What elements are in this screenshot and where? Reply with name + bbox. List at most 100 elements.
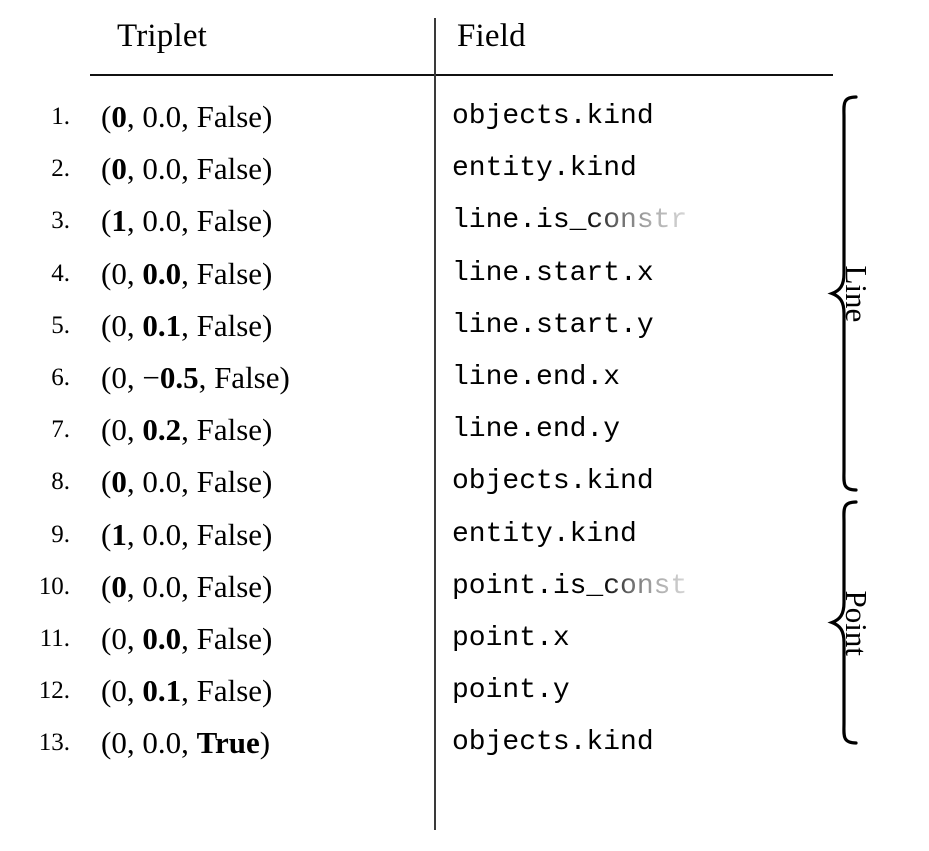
triplet-float: 0.1 xyxy=(142,673,182,709)
field-cell: line.start.x xyxy=(452,257,654,291)
column-header-triplet: Triplet xyxy=(117,18,208,54)
triplet-close-paren: ) xyxy=(279,360,290,395)
row-number: 11. xyxy=(39,625,70,652)
triplet-bool: False xyxy=(196,568,263,604)
row-number: 4. xyxy=(51,259,70,287)
triplet-cell: (1, 0.0, False) xyxy=(101,516,273,552)
triplet-int: 0 xyxy=(111,255,127,291)
triplet-cell: (1, 0.0, False) xyxy=(101,204,272,238)
triplet-close-paren: ) xyxy=(262,203,273,239)
field-text: objects.kind xyxy=(452,101,654,132)
field-text: line.is_ xyxy=(452,205,587,237)
triplet-close-paren: ) xyxy=(262,307,273,343)
row-number: 6. xyxy=(51,364,70,391)
field-text-truncated-fade: const xyxy=(603,570,688,602)
triplet-float: 0.0 xyxy=(142,151,182,187)
triplet-separator: , xyxy=(181,203,197,239)
triplet-open-paren: ( xyxy=(101,255,112,291)
triplet-separator: , xyxy=(181,307,197,343)
column-header-field: Field xyxy=(457,18,526,54)
triplet-cell: (0, −0.5, False) xyxy=(101,361,290,395)
triplet-separator: , xyxy=(126,516,143,552)
table-row: 1.(0, 0.0, False)objects.kind xyxy=(0,100,929,152)
triplet-float: 0.0 xyxy=(142,621,182,656)
row-number: 7. xyxy=(51,416,70,444)
row-number: 8. xyxy=(51,468,70,496)
group-brace-line xyxy=(826,95,872,492)
field-text: objects.kind xyxy=(452,466,654,498)
triplet-separator: , xyxy=(126,673,143,709)
row-number: 2. xyxy=(51,155,70,183)
table-row: 4.(0, 0.0, False)line.start.x xyxy=(0,255,929,309)
triplet-bool: False xyxy=(196,412,263,448)
triplet-close-paren: ) xyxy=(259,725,271,761)
triplet-float: 0.0 xyxy=(142,203,182,239)
triplet-separator: , xyxy=(181,725,197,761)
triplet-separator: , xyxy=(126,412,143,448)
triplet-close-paren: ) xyxy=(262,464,273,500)
triplet-separator: , xyxy=(181,412,197,448)
field-text: point.y xyxy=(452,675,570,707)
triplet-cell: (0, 0.2, False) xyxy=(101,413,272,447)
table-row: 13.(0, 0.0, True)objects.kind xyxy=(0,726,929,778)
triplet-int: 0 xyxy=(111,412,127,448)
triplet-cell: (0, 0.0, False) xyxy=(101,465,272,499)
triplet-bool: False xyxy=(196,151,263,187)
triplet-separator: , xyxy=(126,255,143,291)
triplet-float: 0.0 xyxy=(142,255,182,291)
triplet-int: 0 xyxy=(111,151,127,187)
table-row: 6. (0, −0.5, False) line.end.x xyxy=(0,361,929,413)
triplet-separator: , xyxy=(181,464,197,500)
triplet-separator: , xyxy=(126,360,143,395)
triplet-float: 0.1 xyxy=(142,307,182,343)
table-row: 10.(0, 0.0, False)point.is_const xyxy=(0,568,929,622)
row-number: 9. xyxy=(51,520,70,548)
triplet-open-paren: ( xyxy=(101,307,112,343)
row-number: 3. xyxy=(51,207,70,235)
field-cell: objects.kind xyxy=(452,726,654,760)
triplet-open-paren: ( xyxy=(101,621,112,656)
triplet-float: 0.0 xyxy=(142,99,182,134)
table-row: 11.(0, 0.0, False)point.x xyxy=(0,622,929,674)
triplet-open-paren: ( xyxy=(101,412,112,448)
row-number: 10. xyxy=(38,572,70,600)
triplet-close-paren: ) xyxy=(262,151,273,187)
table-row: 7.(0, 0.2, False)line.end.y xyxy=(0,413,929,465)
triplet-close-paren: ) xyxy=(262,673,273,709)
triplet-int: 0 xyxy=(111,307,127,343)
triplet-cell: (0, 0.1, False) xyxy=(101,307,273,343)
group-label-line: Line xyxy=(839,265,874,322)
triplet-open-paren: ( xyxy=(101,516,112,552)
triplet-close-paren: ) xyxy=(262,516,273,552)
triplet-bool: False xyxy=(196,203,263,239)
triplet-bool: True xyxy=(196,725,260,761)
field-text: line.start.y xyxy=(452,309,654,341)
header-rule xyxy=(90,74,833,76)
field-text: entity.kind xyxy=(452,153,637,185)
triplet-open-paren: ( xyxy=(101,464,112,500)
triplet-open-paren: ( xyxy=(101,568,112,604)
field-text: point.is_ xyxy=(452,570,604,602)
triplet-float: 0.5 xyxy=(159,360,199,395)
field-cell: line.is_constr xyxy=(452,204,687,238)
triplet-separator: , xyxy=(181,255,197,291)
row-number: 13. xyxy=(38,729,70,757)
triplet-int: 0 xyxy=(111,360,127,395)
table-row: 2.(0, 0.0, False)entity.kind xyxy=(0,152,929,204)
triplet-separator: , xyxy=(181,516,197,552)
table-row: 5.(0, 0.1, False)line.start.y xyxy=(0,307,929,361)
triplet-float-sign: − xyxy=(142,360,160,395)
row-number: 12. xyxy=(38,677,70,705)
triplet-open-paren: ( xyxy=(101,673,112,709)
field-cell: line.start.y xyxy=(452,309,654,343)
triplet-separator: , xyxy=(181,568,197,604)
field-cell: point.y xyxy=(452,674,570,708)
triplet-int: 0 xyxy=(111,99,127,134)
triplet-separator: , xyxy=(181,99,197,134)
field-text: line.end.x xyxy=(452,362,621,393)
triplet-separator: , xyxy=(181,621,197,656)
column-divider xyxy=(434,18,436,830)
triplet-separator: , xyxy=(126,203,143,239)
triplet-close-paren: ) xyxy=(262,568,273,604)
